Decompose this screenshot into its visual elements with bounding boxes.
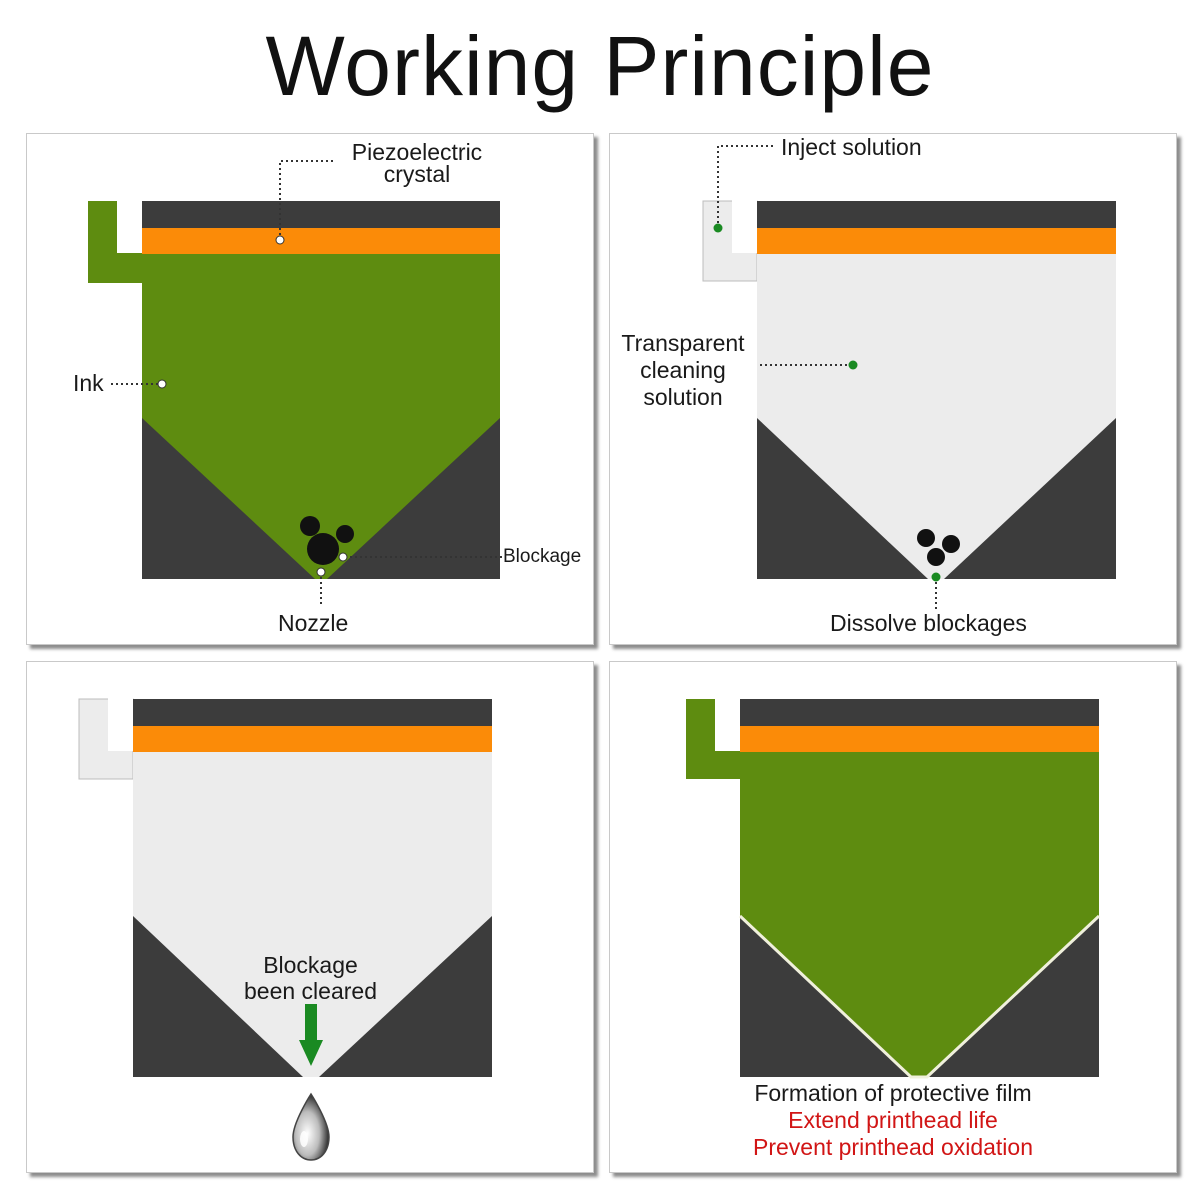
inlet-gap: [715, 698, 740, 751]
label-inject-solution: Inject solution: [781, 134, 922, 160]
label-been-cleared: been cleared: [244, 978, 377, 1004]
label-piezoelectric: Piezoelectric: [351, 139, 483, 165]
printhead-diagram-blocked: [88, 160, 503, 606]
dissolving-particles: [917, 529, 960, 566]
label-crystal: crystal: [383, 161, 451, 187]
ink-chamber: [142, 254, 500, 418]
piezo-crystal: [740, 726, 1099, 752]
blockage-particles: [300, 516, 354, 565]
label-extend-life: Extend printhead life: [788, 1107, 998, 1133]
label-solution: solution: [643, 384, 723, 410]
marker-dots: [713, 223, 941, 582]
inlet-gap: [732, 200, 757, 253]
label-prevent-oxidation: Prevent printhead oxidation: [752, 1134, 1034, 1160]
inlet-gap: [117, 201, 142, 253]
housing-left-wedge: [757, 418, 928, 579]
down-arrow-icon: [299, 1004, 323, 1066]
panel-protective-film: Formation of protective film Extend prin…: [609, 661, 1177, 1173]
panel-inject-solution: Inject solution Transparent cleaning sol…: [609, 133, 1177, 645]
top-housing: [740, 699, 1099, 726]
leader-lines: [111, 160, 503, 606]
piezo-crystal: [757, 228, 1116, 254]
printhead-diagram-cleaning: [702, 145, 1116, 612]
housing-right-wedge: [327, 418, 500, 579]
panel-blockage-cleared: Blockage been cleared: [26, 661, 594, 1173]
piezo-crystal: [133, 726, 492, 752]
protective-film-line: [738, 914, 1101, 1079]
label-cleaning: cleaning: [640, 357, 726, 383]
marker-dots: [157, 235, 348, 577]
label-transparent: Transparent: [621, 330, 745, 356]
page-title: Working Principle: [265, 19, 935, 113]
housing-left-wedge: [133, 916, 303, 1077]
top-housing: [142, 201, 500, 228]
housing-right-wedge: [944, 418, 1116, 579]
label-dissolve-blockages: Dissolve blockages: [830, 610, 1027, 636]
piezo-crystal: [142, 228, 500, 254]
label-blockage: Blockage: [503, 546, 582, 567]
leader-lines: [717, 145, 937, 612]
printhead-diagram-cleared: [78, 698, 492, 1161]
label-nozzle: Nozzle: [278, 610, 349, 636]
housing-left-wedge: [142, 418, 315, 579]
panel-ink-blocked: Piezoelectric crystal Ink Blockage Nozzl…: [26, 133, 594, 645]
top-housing: [757, 201, 1116, 228]
ink-chamber: [740, 752, 1099, 916]
inlet-gap: [108, 698, 133, 751]
solution-chamber: [757, 254, 1116, 418]
label-ink: Ink: [73, 370, 104, 396]
printhead-diagram-refilled: [686, 698, 1101, 1079]
top-housing: [133, 699, 492, 726]
housing-right-wedge: [319, 916, 492, 1077]
label-blockage: Blockage: [263, 952, 358, 978]
solution-chamber: [133, 752, 492, 916]
label-protective-film: Formation of protective film: [754, 1080, 1032, 1106]
droplet-icon: [292, 1092, 330, 1161]
